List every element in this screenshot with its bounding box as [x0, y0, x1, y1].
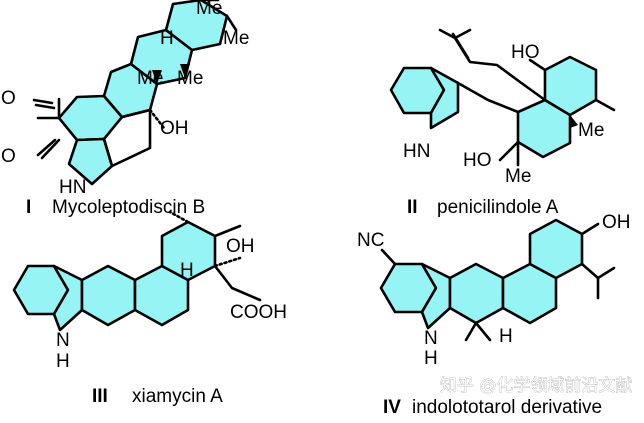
- atom-iii-n: N: [56, 330, 70, 351]
- atom-i-o-top: O: [1, 88, 16, 109]
- atom-i-h: H: [160, 28, 174, 49]
- atom-iv-h-ring: H: [499, 326, 513, 347]
- compound-i: [32, 0, 238, 186]
- watermark: 知乎 @化学领域前沿文献: [440, 376, 632, 396]
- atom-i-me-mid1: Me: [137, 68, 163, 89]
- compound-iv-ring-c: [448, 262, 505, 325]
- caption-i-name: Mycoleptodiscin B: [52, 197, 205, 218]
- atom-iv-h-n: H: [424, 348, 438, 369]
- compound-i-pyrrole: [67, 137, 114, 186]
- atom-iii-h-mid: H: [180, 260, 194, 281]
- atom-i-oh: OH: [160, 118, 189, 139]
- atom-ii-hn: HN: [403, 141, 430, 162]
- atom-i-me-top: Me: [196, 0, 222, 19]
- atom-iii-cooh: COOH: [230, 302, 287, 323]
- atom-ii-me-bottom: Me: [505, 166, 531, 187]
- caption-iii-name: xiamycin A: [132, 386, 223, 407]
- atom-i-me-right: Me: [223, 28, 249, 49]
- atom-i-hn: HN: [59, 177, 86, 198]
- caption-iv-numeral: IV: [383, 397, 401, 418]
- compound-iii-benzene-mid: [80, 264, 137, 327]
- caption-i-numeral: I: [26, 197, 31, 218]
- atom-ii-me-right: Me: [578, 120, 604, 141]
- atom-i-me-mid2: Me: [177, 68, 203, 89]
- atom-iii-oh: OH: [226, 236, 255, 257]
- caption-ii-numeral: II: [407, 197, 418, 218]
- atom-iv-oh: OH: [602, 212, 631, 233]
- caption-iii-numeral: III: [92, 386, 108, 407]
- atom-iii-h-n: H: [56, 351, 70, 372]
- atom-ii-ho-bottom: HO: [463, 150, 492, 171]
- compound-iv-benzene-right: [528, 218, 584, 280]
- atom-i-o-bottom: O: [1, 146, 16, 167]
- caption-ii-name: penicilindole A: [437, 197, 559, 218]
- caption-iv-name: indolototarol derivative: [412, 397, 602, 418]
- compound-iv: [379, 218, 616, 342]
- atom-iv-nc: NC: [357, 230, 384, 251]
- atom-ii-ho-top: HO: [511, 42, 540, 63]
- compound-ii: [389, 28, 616, 167]
- compound-iii: [12, 210, 262, 332]
- atom-iv-n: N: [424, 328, 438, 349]
